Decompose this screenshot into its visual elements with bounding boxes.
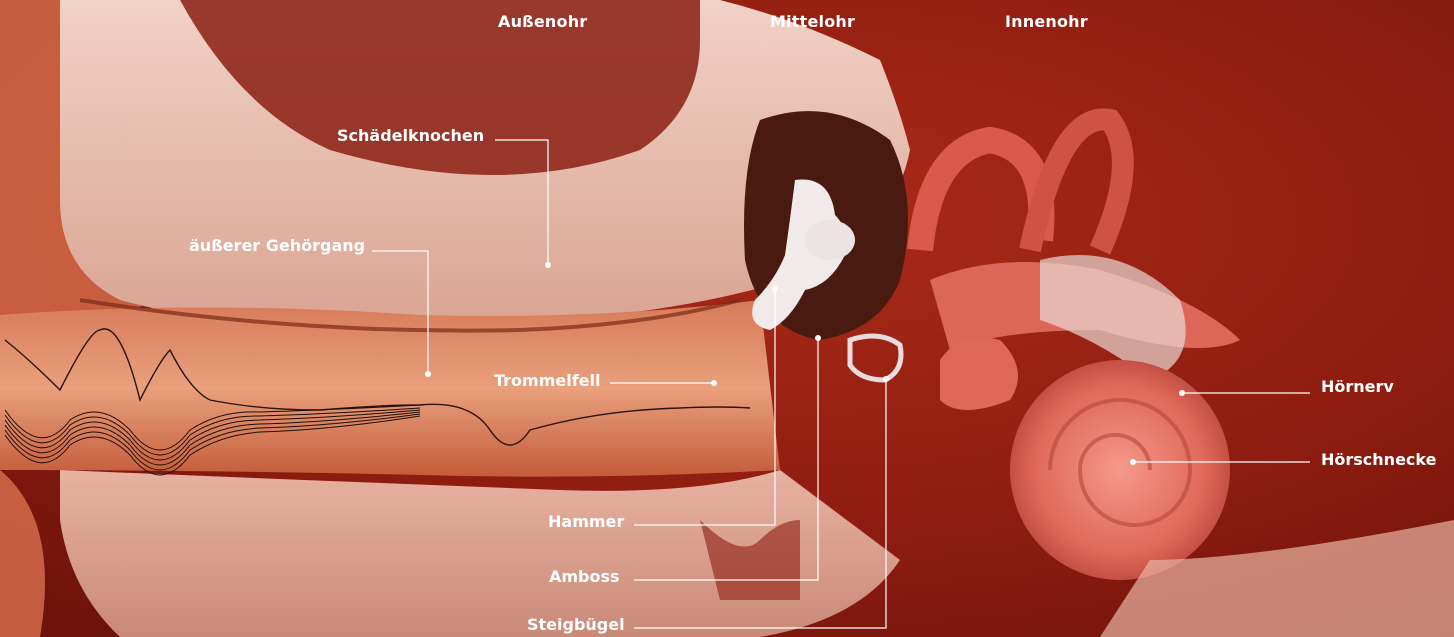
label-auditory-nerve: Hörnerv [1321,378,1394,396]
label-cochlea: Hörschnecke [1321,451,1436,469]
dot-auditory-nerve [1179,390,1185,396]
label-anvil: Amboss [549,568,620,586]
region-inner-ear: Innenohr [1005,12,1088,31]
region-middle-ear: Mittelohr [770,12,855,31]
dot-cochlea [1130,459,1136,465]
region-outer-ear: Außenohr [498,12,587,31]
anvil-shape [805,220,855,260]
dot-eardrum [711,380,717,386]
label-ear-canal: äußerer Gehörgang [189,237,365,255]
oval-window-shape [940,338,1018,411]
label-stirrup: Steigbügel [527,616,625,634]
label-skull-bone: Schädelknochen [337,127,484,145]
dot-skull-bone [545,262,551,268]
dot-anvil [815,335,821,341]
dot-hammer [772,286,778,292]
label-hammer: Hammer [548,513,624,531]
dot-ear-canal [425,371,431,377]
ear-canal-shape [0,300,780,477]
dot-stirrup [883,376,889,382]
label-eardrum: Trommelfell [494,372,601,390]
